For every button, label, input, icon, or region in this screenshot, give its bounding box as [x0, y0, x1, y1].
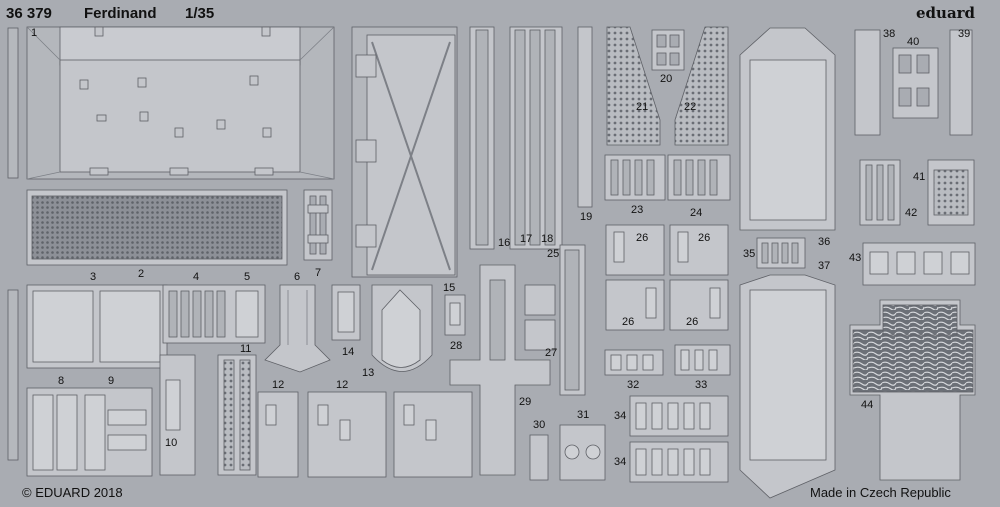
part-number: 38	[883, 28, 896, 40]
part-number: 40	[907, 36, 920, 48]
part-number: 39	[958, 28, 971, 40]
part-number: 23	[631, 204, 644, 216]
part-number: 26	[636, 232, 649, 244]
part-15-28	[444, 294, 466, 336]
part-number: 26	[622, 316, 635, 328]
part-11	[217, 354, 257, 476]
part-32	[604, 349, 664, 376]
part-number: 27	[545, 347, 558, 359]
part-number: 22	[684, 101, 697, 113]
part-number: 20	[660, 73, 673, 85]
part-36	[739, 27, 836, 231]
part-number: 37	[818, 260, 831, 272]
part-8-9	[26, 387, 153, 477]
part-number: 31	[577, 409, 590, 421]
part-25-29	[449, 244, 586, 476]
part-27	[524, 284, 556, 351]
part-number: 8	[58, 375, 65, 387]
part-number: 19	[580, 211, 593, 223]
part-7	[303, 189, 333, 261]
part-number: 29	[519, 396, 532, 408]
part-number: 28	[450, 340, 463, 352]
part-number: 35	[743, 248, 756, 260]
part-number: 36	[818, 236, 831, 248]
part-2-3	[26, 284, 168, 369]
part-37	[739, 274, 836, 499]
part-41-42	[859, 159, 975, 226]
part-33	[674, 344, 731, 376]
part-number: 11	[240, 343, 252, 355]
part-6	[264, 284, 331, 373]
part-number: 5	[244, 271, 251, 283]
part-number: 41	[913, 171, 926, 183]
brand-logo: eduard	[916, 4, 976, 22]
part-number: 2	[138, 268, 145, 280]
part-number: 43	[849, 252, 862, 264]
part-number: 16	[498, 237, 511, 249]
part-number: 21	[636, 101, 649, 113]
part-23-24	[604, 154, 731, 201]
part-number: 14	[342, 346, 355, 358]
part-number: 3	[90, 271, 97, 283]
part-44	[849, 299, 976, 481]
part-30	[529, 434, 549, 481]
part-4-5	[162, 284, 266, 344]
part-number: 12	[272, 379, 285, 391]
part-1	[26, 26, 335, 180]
part-number: 34	[614, 456, 627, 468]
part-43	[862, 242, 976, 286]
part-number: 33	[695, 379, 708, 391]
part-number: 30	[533, 419, 546, 431]
part-13	[371, 284, 433, 372]
part-number: 34	[614, 410, 627, 422]
origin-text: Made in Czech Republic	[810, 485, 951, 500]
part-16-17-18	[469, 26, 593, 250]
part-34	[629, 395, 729, 483]
part-number: 12	[336, 379, 349, 391]
part-26	[605, 224, 729, 331]
part-38-39-40	[854, 29, 973, 136]
set-number: 36 379	[6, 5, 52, 22]
part-14	[331, 284, 361, 341]
part-x-panel	[351, 26, 458, 278]
part-20	[651, 29, 685, 71]
part-number: 18	[541, 233, 554, 245]
part-number: 7	[315, 267, 322, 279]
part-number: 42	[905, 207, 918, 219]
part-10	[159, 354, 196, 476]
part-number: 25	[547, 248, 560, 260]
part-21-22	[606, 26, 729, 146]
part-number: 6	[294, 271, 301, 283]
kit-title: Ferdinand	[84, 5, 157, 22]
part-12	[257, 391, 473, 478]
part-number: 26	[698, 232, 711, 244]
part-number: 24	[690, 207, 703, 219]
part-number: 15	[443, 282, 456, 294]
part-number: 10	[165, 437, 178, 449]
part-number: 26	[686, 316, 699, 328]
part-number: 17	[520, 233, 533, 245]
part-mesh-screen	[26, 189, 288, 266]
part-number: 9	[108, 375, 115, 387]
part-number: 1	[31, 27, 38, 39]
scale-label: 1/35	[185, 5, 215, 22]
part-number: 13	[362, 367, 375, 379]
part-number: 44	[861, 399, 874, 411]
part-31	[559, 424, 606, 481]
part-35	[756, 237, 806, 269]
part-number: 32	[627, 379, 640, 391]
copyright-text: © EDUARD 2018	[22, 485, 123, 500]
part-number: 4	[193, 271, 200, 283]
